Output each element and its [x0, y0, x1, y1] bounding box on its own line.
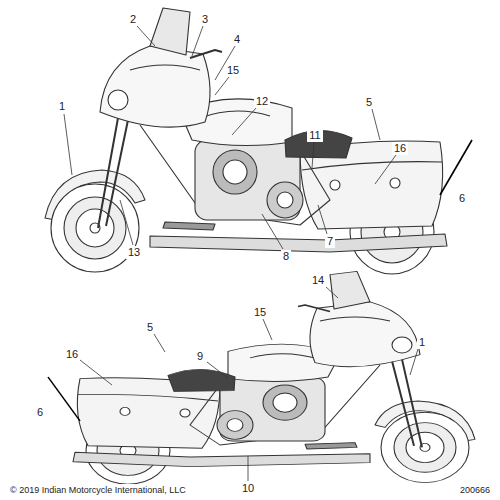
callout-number: 14: [310, 274, 326, 287]
callout-number: 10: [240, 482, 256, 495]
callout-number: 6: [35, 406, 45, 419]
copyright-note: © 2019 Indian Motorcycle International, …: [8, 484, 188, 497]
callout-number: 13: [126, 246, 142, 259]
callout-number: 12: [254, 95, 270, 108]
callout-number: 8: [281, 250, 291, 263]
callout-number: 16: [392, 142, 408, 155]
callout-number: 2: [128, 13, 138, 26]
callout-number: 9: [195, 350, 205, 363]
callout-number: 5: [145, 321, 155, 334]
callout-number: 11: [307, 129, 322, 142]
callout-number: 3: [200, 13, 210, 26]
callout-number: 1: [417, 336, 427, 349]
callout-number: 5: [364, 96, 374, 109]
callout-number: 4: [232, 33, 242, 46]
callout-number: 1: [57, 100, 67, 113]
callout-number: 15: [252, 306, 268, 319]
callout-number: 16: [64, 348, 80, 361]
callout-number: 6: [457, 192, 467, 205]
figure-number: 200666: [458, 484, 492, 497]
callout-number: 15: [225, 64, 241, 77]
callout-number: 7: [325, 235, 335, 248]
